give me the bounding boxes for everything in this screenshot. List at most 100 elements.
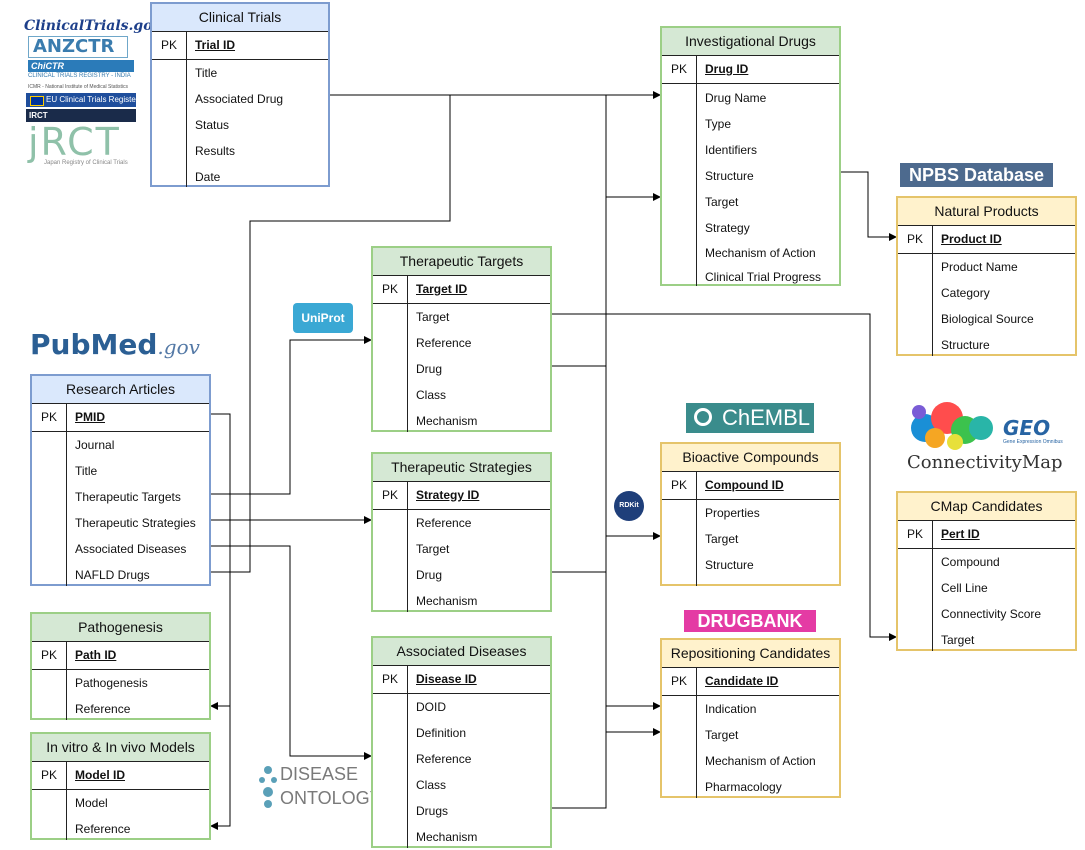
field: Definition: [416, 726, 467, 740]
entity-title: Therapeutic Targets: [373, 248, 550, 276]
entity-repositioning-candidates: Repositioning Candidates PK Candidate ID…: [660, 638, 841, 798]
entity-bioactive-compounds: Bioactive Compounds PK Compound ID Prope…: [660, 442, 841, 586]
pk-row: PK Trial ID: [152, 32, 328, 60]
disease-ontology-line1: DISEASE: [280, 764, 359, 784]
cmap-label: ConnectivityMap: [907, 452, 1063, 473]
geo-logo: GEO: [1003, 416, 1051, 440]
pk-label: PK: [373, 482, 408, 509]
field: Reference: [75, 822, 131, 836]
pk-field: Pert ID: [941, 527, 980, 541]
entity-title: Investigational Drugs: [662, 28, 839, 56]
pk-label: PK: [32, 762, 67, 789]
connector-drug-to-natural-products: [840, 171, 897, 241]
field: Category: [941, 286, 990, 300]
entity-title: Natural Products: [898, 198, 1075, 226]
field-list: Pathogenesis Reference: [32, 670, 209, 720]
field-list: Title Associated Drug Status Results Dat…: [152, 60, 328, 187]
pk-field: PMID: [75, 410, 105, 424]
clinicaltrials-gov-logo: ClinicalTrials.gov: [24, 18, 161, 34]
field: Journal: [75, 438, 115, 452]
field: Mechanism of Action: [705, 754, 816, 768]
pk-field: Product ID: [941, 232, 1002, 246]
pk-label: PK: [662, 56, 697, 83]
pk-row: PK Pert ID: [898, 521, 1075, 549]
field: Reference: [416, 336, 472, 350]
ctri-logo: CLINICAL TRIALS REGISTRY - INDIA: [28, 73, 131, 79]
pk-label: PK: [152, 32, 187, 59]
entity-title: Associated Diseases: [373, 638, 550, 666]
entity-pathogenesis: Pathogenesis PK Path ID Pathogenesis Ref…: [30, 612, 211, 720]
entity-title: Pathogenesis: [32, 614, 209, 642]
field-list: Compound Cell Line Connectivity Score Ta…: [898, 549, 1075, 651]
field: Target: [941, 633, 975, 647]
pk-row: PK Model ID: [32, 762, 209, 790]
field: Properties: [705, 506, 760, 520]
pk-label: PK: [373, 666, 408, 693]
connector-pmid-to-models: [210, 706, 231, 830]
field: Target: [416, 310, 450, 324]
field: Biological Source: [941, 312, 1034, 326]
entity-title: Therapeutic Strategies: [373, 454, 550, 482]
connector-bus: [552, 95, 607, 809]
entity-models: In vitro & In vivo Models PK Model ID Mo…: [30, 732, 211, 840]
field: Pathogenesis: [75, 676, 148, 690]
field: Therapeutic Targets: [75, 490, 181, 504]
chictr-logo: ChiCTR: [28, 60, 134, 72]
pk-field: Trial ID: [195, 38, 236, 52]
eu-flag-icon: [30, 96, 44, 106]
npbs-database-logo: NPBS Database: [900, 163, 1053, 187]
pk-label: PK: [32, 404, 67, 431]
field-list: Indication Target Mechanism of Action Ph…: [662, 696, 839, 798]
pk-field: Path ID: [75, 648, 117, 662]
pk-label: PK: [32, 642, 67, 669]
pk-row: PK Path ID: [32, 642, 209, 670]
field-list: DOID Definition Reference Class Drugs Me…: [373, 694, 550, 848]
entity-title: Clinical Trials: [152, 4, 328, 32]
entity-title: In vitro & In vivo Models: [32, 734, 209, 762]
entity-investigational-drugs: Investigational Drugs PK Drug ID Drug Na…: [660, 26, 841, 286]
pk-row: PK Drug ID: [662, 56, 839, 84]
field: Reference: [416, 516, 472, 530]
field: Target: [705, 532, 739, 546]
icmr-logo: ICMR - National Institute of Medical Sta…: [28, 84, 129, 90]
field: Compound: [941, 555, 1000, 569]
entity-title: Bioactive Compounds: [662, 444, 839, 472]
field: Date: [195, 170, 221, 184]
entity-therapeutic-strategies: Therapeutic Strategies PK Strategy ID Re…: [371, 452, 552, 612]
field: Structure: [705, 558, 754, 572]
connector-article-to-diseases: [210, 545, 372, 760]
field: Title: [75, 464, 98, 478]
field-list: Properties Target Structure: [662, 500, 839, 586]
entity-cmap-candidates: CMap Candidates PK Pert ID Compound Cell…: [896, 491, 1077, 651]
pk-label: PK: [373, 276, 408, 303]
jrct-subtitle: Japan Registry of Clinical Trials: [44, 160, 128, 166]
pk-row: PK Disease ID: [373, 666, 550, 694]
chembl-logo: ChEMBL: [686, 403, 814, 433]
field: Target: [705, 195, 739, 209]
field-list: Product Name Category Biological Source …: [898, 254, 1075, 356]
field: Target: [416, 542, 450, 556]
field: Mechanism: [416, 414, 478, 428]
field: Associated Diseases: [75, 542, 187, 556]
anzctr-logo: ANZCTR: [28, 36, 128, 58]
pk-label: PK: [898, 226, 933, 253]
entity-associated-diseases: Associated Diseases PK Disease ID DOID D…: [371, 636, 552, 848]
field: Target: [705, 728, 739, 742]
field: Mechanism: [416, 830, 478, 844]
field: Mechanism: [416, 594, 478, 608]
pk-field: Drug ID: [705, 62, 749, 76]
pk-field: Candidate ID: [705, 674, 779, 688]
pk-row: PK Candidate ID: [662, 668, 839, 696]
field-list: Journal Title Therapeutic Targets Therap…: [32, 432, 209, 586]
pk-field: Disease ID: [416, 672, 477, 686]
pk-row: PK Target ID: [373, 276, 550, 304]
field: Identifiers: [705, 143, 758, 157]
field: Structure: [941, 338, 990, 352]
field: Class: [416, 778, 447, 792]
entity-clinical-trials: Clinical Trials PK Trial ID Title Associ…: [150, 2, 330, 187]
disease-ontology-line2: ONTOLOGY: [280, 788, 382, 808]
field: DOID: [416, 700, 446, 714]
field: NAFLD Drugs: [75, 568, 150, 582]
field: Pharmacology: [705, 780, 782, 794]
field-list: Model Reference: [32, 790, 209, 840]
